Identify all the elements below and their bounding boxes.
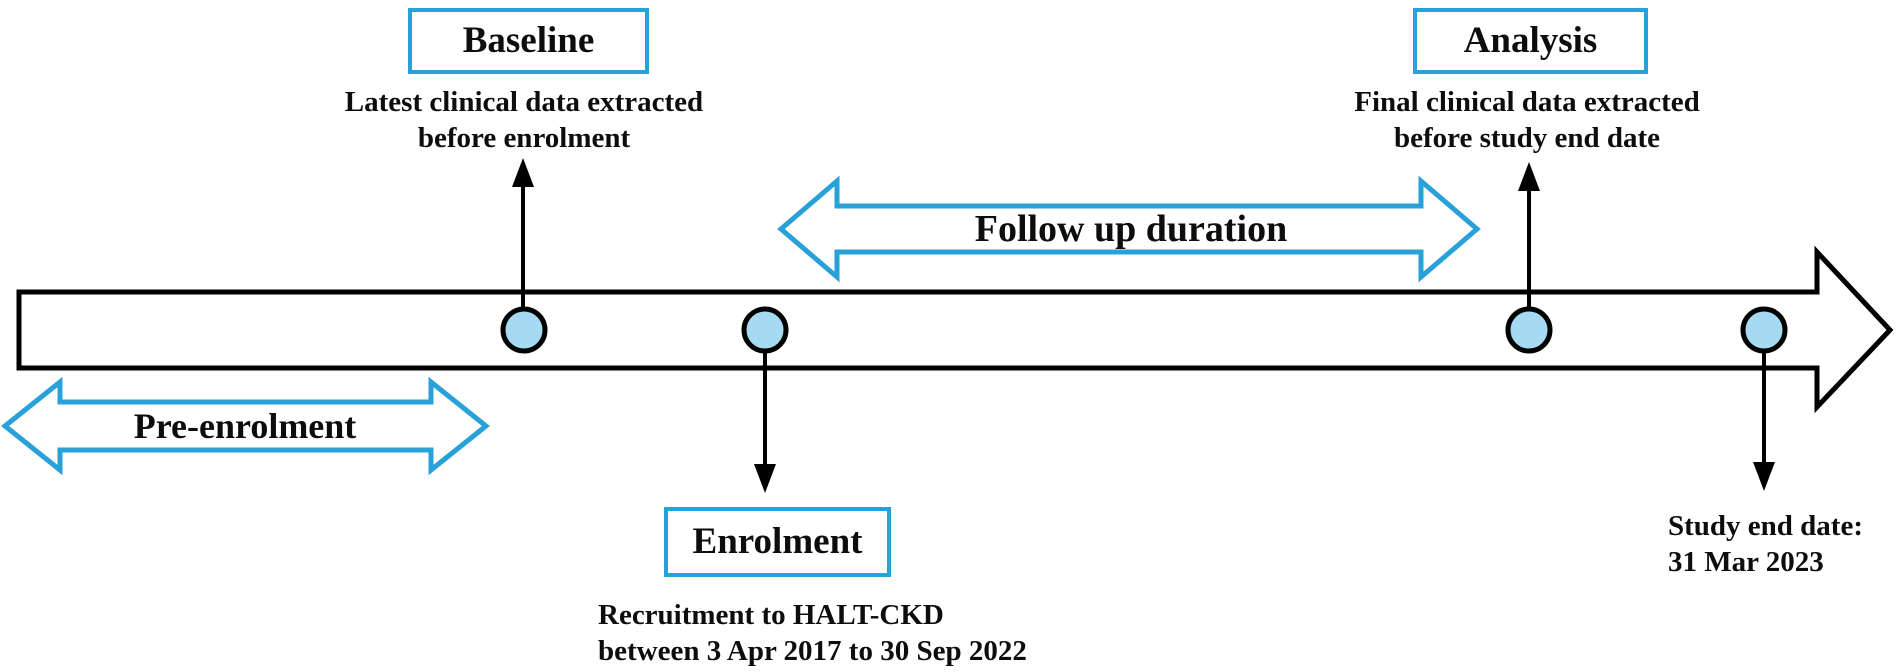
connector-arrow-baseline <box>512 158 534 308</box>
event-dot-analysis <box>1505 306 1553 354</box>
baseline-title-box: Baseline <box>408 8 649 74</box>
analysis-title-box: Analysis <box>1413 8 1648 74</box>
baseline-caption-line1: Latest clinical data extracted <box>344 86 704 118</box>
enrolment-caption: Recruitment to HALT-CKD between 3 Apr 20… <box>598 597 1078 669</box>
event-dot-study-end <box>1740 306 1788 354</box>
follow-up-range-label: Follow up duration <box>974 208 1288 250</box>
enrolment-caption-line2: between 3 Apr 2017 to 30 Sep 2022 <box>598 635 1027 667</box>
event-dot-baseline <box>500 306 548 354</box>
baseline-caption: Latest clinical data extracted before en… <box>314 84 734 156</box>
follow-up-range-arrow-icon <box>777 175 1481 283</box>
pre-enrolment-range-arrow-icon <box>0 376 491 476</box>
enrolment-title-box: Enrolment <box>664 507 891 577</box>
connector-arrow-study-end <box>1753 352 1775 491</box>
timeline-arrow-shape <box>16 245 1894 414</box>
baseline-caption-line2: before enrolment <box>417 122 631 154</box>
analysis-caption-line1: Final clinical data extracted <box>1354 86 1700 118</box>
connector-arrow-analysis <box>1518 162 1540 308</box>
study-end-caption-line2: 31 Mar 2023 <box>1668 546 1824 578</box>
pre-enrolment-range-label: Pre-enrolment <box>133 406 357 446</box>
analysis-caption-line2: before study end date <box>1393 122 1661 154</box>
enrolment-caption-line1: Recruitment to HALT-CKD <box>598 599 944 631</box>
study-end-caption-line1: Study end date: <box>1668 510 1863 542</box>
study-end-caption: Study end date: 31 Mar 2023 <box>1668 508 1902 580</box>
connector-arrow-enrolment <box>754 352 776 493</box>
analysis-caption: Final clinical data extracted before stu… <box>1317 84 1737 156</box>
event-dot-enrolment <box>741 306 789 354</box>
